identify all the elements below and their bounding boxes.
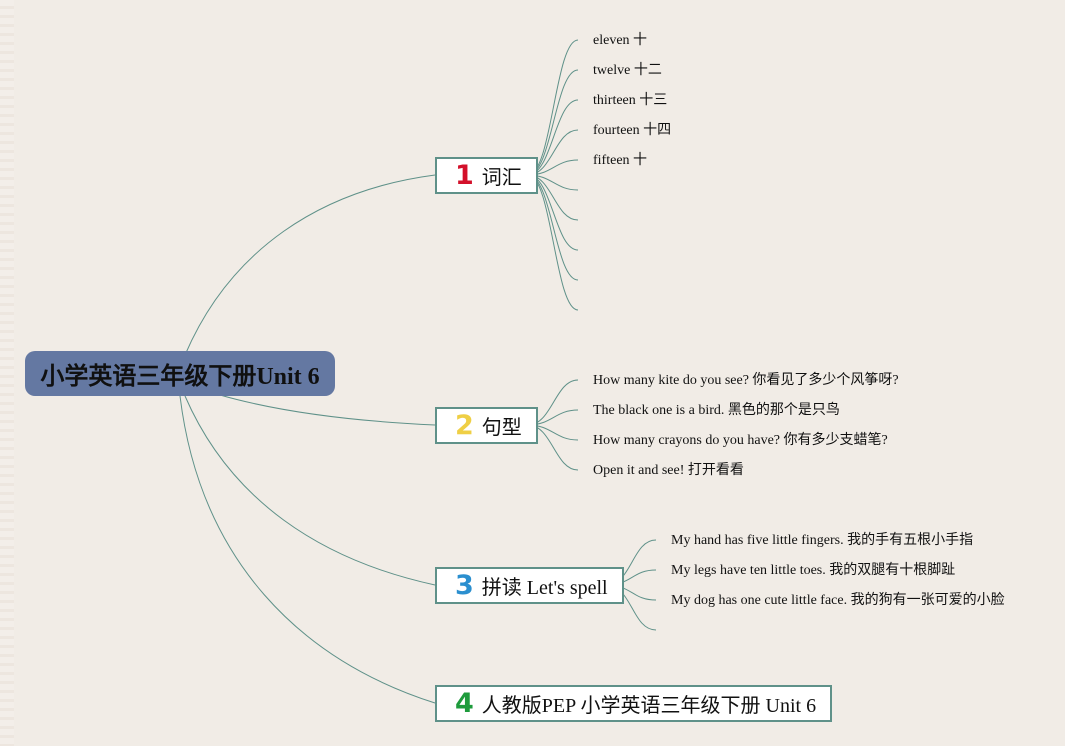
branch-label: 词汇 — [481, 167, 522, 189]
leaf-vocabulary-item[interactable]: eleven 十 — [593, 33, 648, 48]
leaf-spell-item[interactable]: My hand has five little fingers. 我的手有五根小… — [671, 533, 974, 548]
branch-number-2: 2 — [455, 410, 474, 441]
connector-root-branch-3 — [184, 395, 436, 586]
root-title: 小学英语三年级下册Unit 6 — [40, 364, 320, 390]
branch-vocabulary[interactable]: 1 词汇 — [435, 157, 538, 194]
connector-root-branch-1 — [184, 174, 436, 356]
root-topic[interactable]: 小学英语三年级下册Unit 6 — [25, 351, 335, 396]
connector-root-branch-4 — [179, 395, 436, 704]
branch-label: 句型 — [481, 417, 522, 439]
branch-number-3: 3 — [455, 570, 474, 601]
leaf-sentence-item[interactable]: How many crayons do you have? 你有多少支蜡笔? — [593, 433, 888, 448]
leaf-spell-item[interactable]: My dog has one cute little face. 我的狗有一张可… — [671, 593, 1005, 608]
leaf-vocabulary-item[interactable]: thirteen 十三 — [593, 93, 668, 108]
branch-label: 拼读 Let's spell — [481, 577, 608, 599]
branch-lets-spell[interactable]: 3 拼读 Let's spell — [435, 567, 624, 604]
leaf-sentence-item[interactable]: Open it and see! 打开看看 — [593, 463, 744, 478]
branch-label: 人教版PEP 小学英语三年级下册 Unit 6 — [481, 695, 817, 717]
page-edge-texture — [0, 0, 14, 746]
branch-sentence-patterns[interactable]: 2 句型 — [435, 407, 538, 444]
leaf-vocabulary-item[interactable]: fourteen 十四 — [593, 123, 672, 138]
branch-number-4: 4 — [455, 688, 474, 719]
branch-number-1: 1 — [455, 160, 474, 191]
leaf-vocabulary-item[interactable]: fifteen 十 — [593, 153, 648, 168]
leaf-vocabulary-item[interactable]: twelve 十二 — [593, 63, 662, 78]
branch-textbook-title[interactable]: 4 人教版PEP 小学英语三年级下册 Unit 6 — [435, 685, 833, 722]
leaf-spell-item[interactable]: My legs have ten little toes. 我的双腿有十根脚趾 — [671, 563, 956, 578]
connector-root-branch-2 — [219, 394, 436, 426]
leaf-sentence-item[interactable]: How many kite do you see? 你看见了多少个风筝呀? — [593, 373, 899, 388]
leaf-sentence-item[interactable]: The black one is a bird. 黑色的那个是只鸟 — [593, 403, 840, 418]
